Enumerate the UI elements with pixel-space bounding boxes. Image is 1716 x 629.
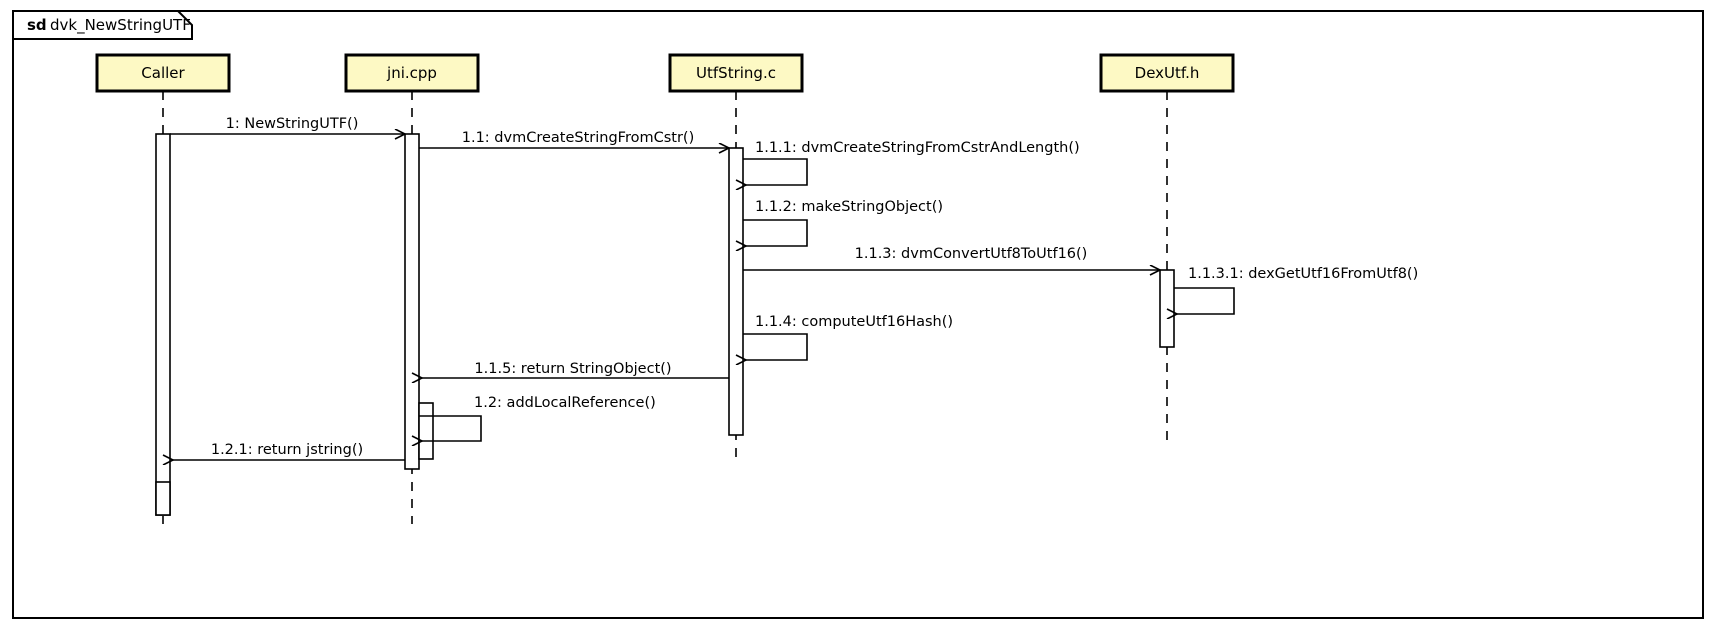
- message-label-1-1-4: 1.1.4: computeUtf16Hash(): [755, 314, 953, 330]
- message-1-1-4-computeutf16hash[interactable]: 1.1.4: computeUtf16Hash(): [743, 314, 953, 360]
- lifeline-label-jni-cpp: jni.cpp: [386, 64, 437, 82]
- message-1-2-addlocalreference[interactable]: 1.2: addLocalReference(): [419, 395, 656, 441]
- message-1-1-2-makestringobject[interactable]: 1.1.2: makeStringObject(): [743, 199, 943, 246]
- lifeline-header-caller[interactable]: [95, 53, 231, 93]
- message-1-1-5-return-stringobject[interactable]: 1.1.5: return StringObject(): [422, 361, 729, 378]
- lifeline-label-caller: Caller: [141, 64, 185, 82]
- message-1-newstringutf[interactable]: 1: NewStringUTF(): [170, 116, 405, 134]
- activation-jni-outer[interactable]: [404, 133, 420, 470]
- lifeline-header-utfstring-c[interactable]: [668, 53, 804, 93]
- lifeline-header-dexutf-h[interactable]: [1099, 53, 1235, 93]
- activation-caller-outer[interactable]: [155, 133, 171, 516]
- message-label-1-1: 1.1: dvmCreateStringFromCstr(): [462, 130, 694, 146]
- activation-caller-inner[interactable]: [155, 481, 171, 516]
- message-label-1-1-3-1: 1.1.3.1: dexGetUtf16FromUtf8(): [1188, 266, 1418, 282]
- message-label-1-1-3: 1.1.3: dvmConvertUtf8ToUtf16(): [855, 246, 1088, 262]
- frame-kind-label: sd: [27, 16, 47, 34]
- lifeline-caller[interactable]: Caller: [95, 53, 231, 524]
- message-1-2-1-return-jstring[interactable]: 1.2.1: return jstring(): [173, 442, 405, 460]
- message-label-1-1-1: 1.1.1: dvmCreateStringFromCstrAndLength(…: [755, 140, 1080, 156]
- activation-utfstring-main[interactable]: [728, 147, 744, 436]
- message-1-1-3-dvmconvertutf8toutf16[interactable]: 1.1.3: dvmConvertUtf8ToUtf16(): [743, 246, 1160, 270]
- lifeline-utfstring-c[interactable]: UtfString.c: [668, 53, 804, 458]
- message-label-1-2: 1.2: addLocalReference(): [474, 395, 656, 411]
- message-1-1-3-1-dexgetutf16fromutf8[interactable]: 1.1.3.1: dexGetUtf16FromUtf8(): [1174, 266, 1418, 314]
- lifeline-header-jni-cpp[interactable]: [344, 53, 480, 93]
- interaction-frame: sd dvk_NewStringUTF: [12, 10, 1704, 619]
- message-label-1-2-1: 1.2.1: return jstring(): [211, 442, 363, 458]
- activation-jni-inner[interactable]: [418, 402, 434, 460]
- message-1-1-dvmcreatestringfromcstr[interactable]: 1.1: dvmCreateStringFromCstr(): [419, 130, 729, 148]
- lifeline-label-dexutf-h: DexUtf.h: [1135, 64, 1200, 82]
- message-label-1-1-2: 1.1.2: makeStringObject(): [755, 199, 943, 215]
- message-label-1: 1: NewStringUTF(): [226, 116, 359, 132]
- frame-title-label: dvk_NewStringUTF: [50, 16, 191, 35]
- lifeline-label-utfstring-c: UtfString.c: [696, 64, 776, 82]
- message-1-1-1-dvmcreatestringfromcstrandlength[interactable]: 1.1.1: dvmCreateStringFromCstrAndLength(…: [743, 140, 1080, 185]
- message-label-1-1-5: 1.1.5: return StringObject(): [474, 361, 671, 377]
- activation-dexutf-main[interactable]: [1159, 269, 1175, 348]
- lifeline-dexutf-h[interactable]: DexUtf.h: [1099, 53, 1235, 447]
